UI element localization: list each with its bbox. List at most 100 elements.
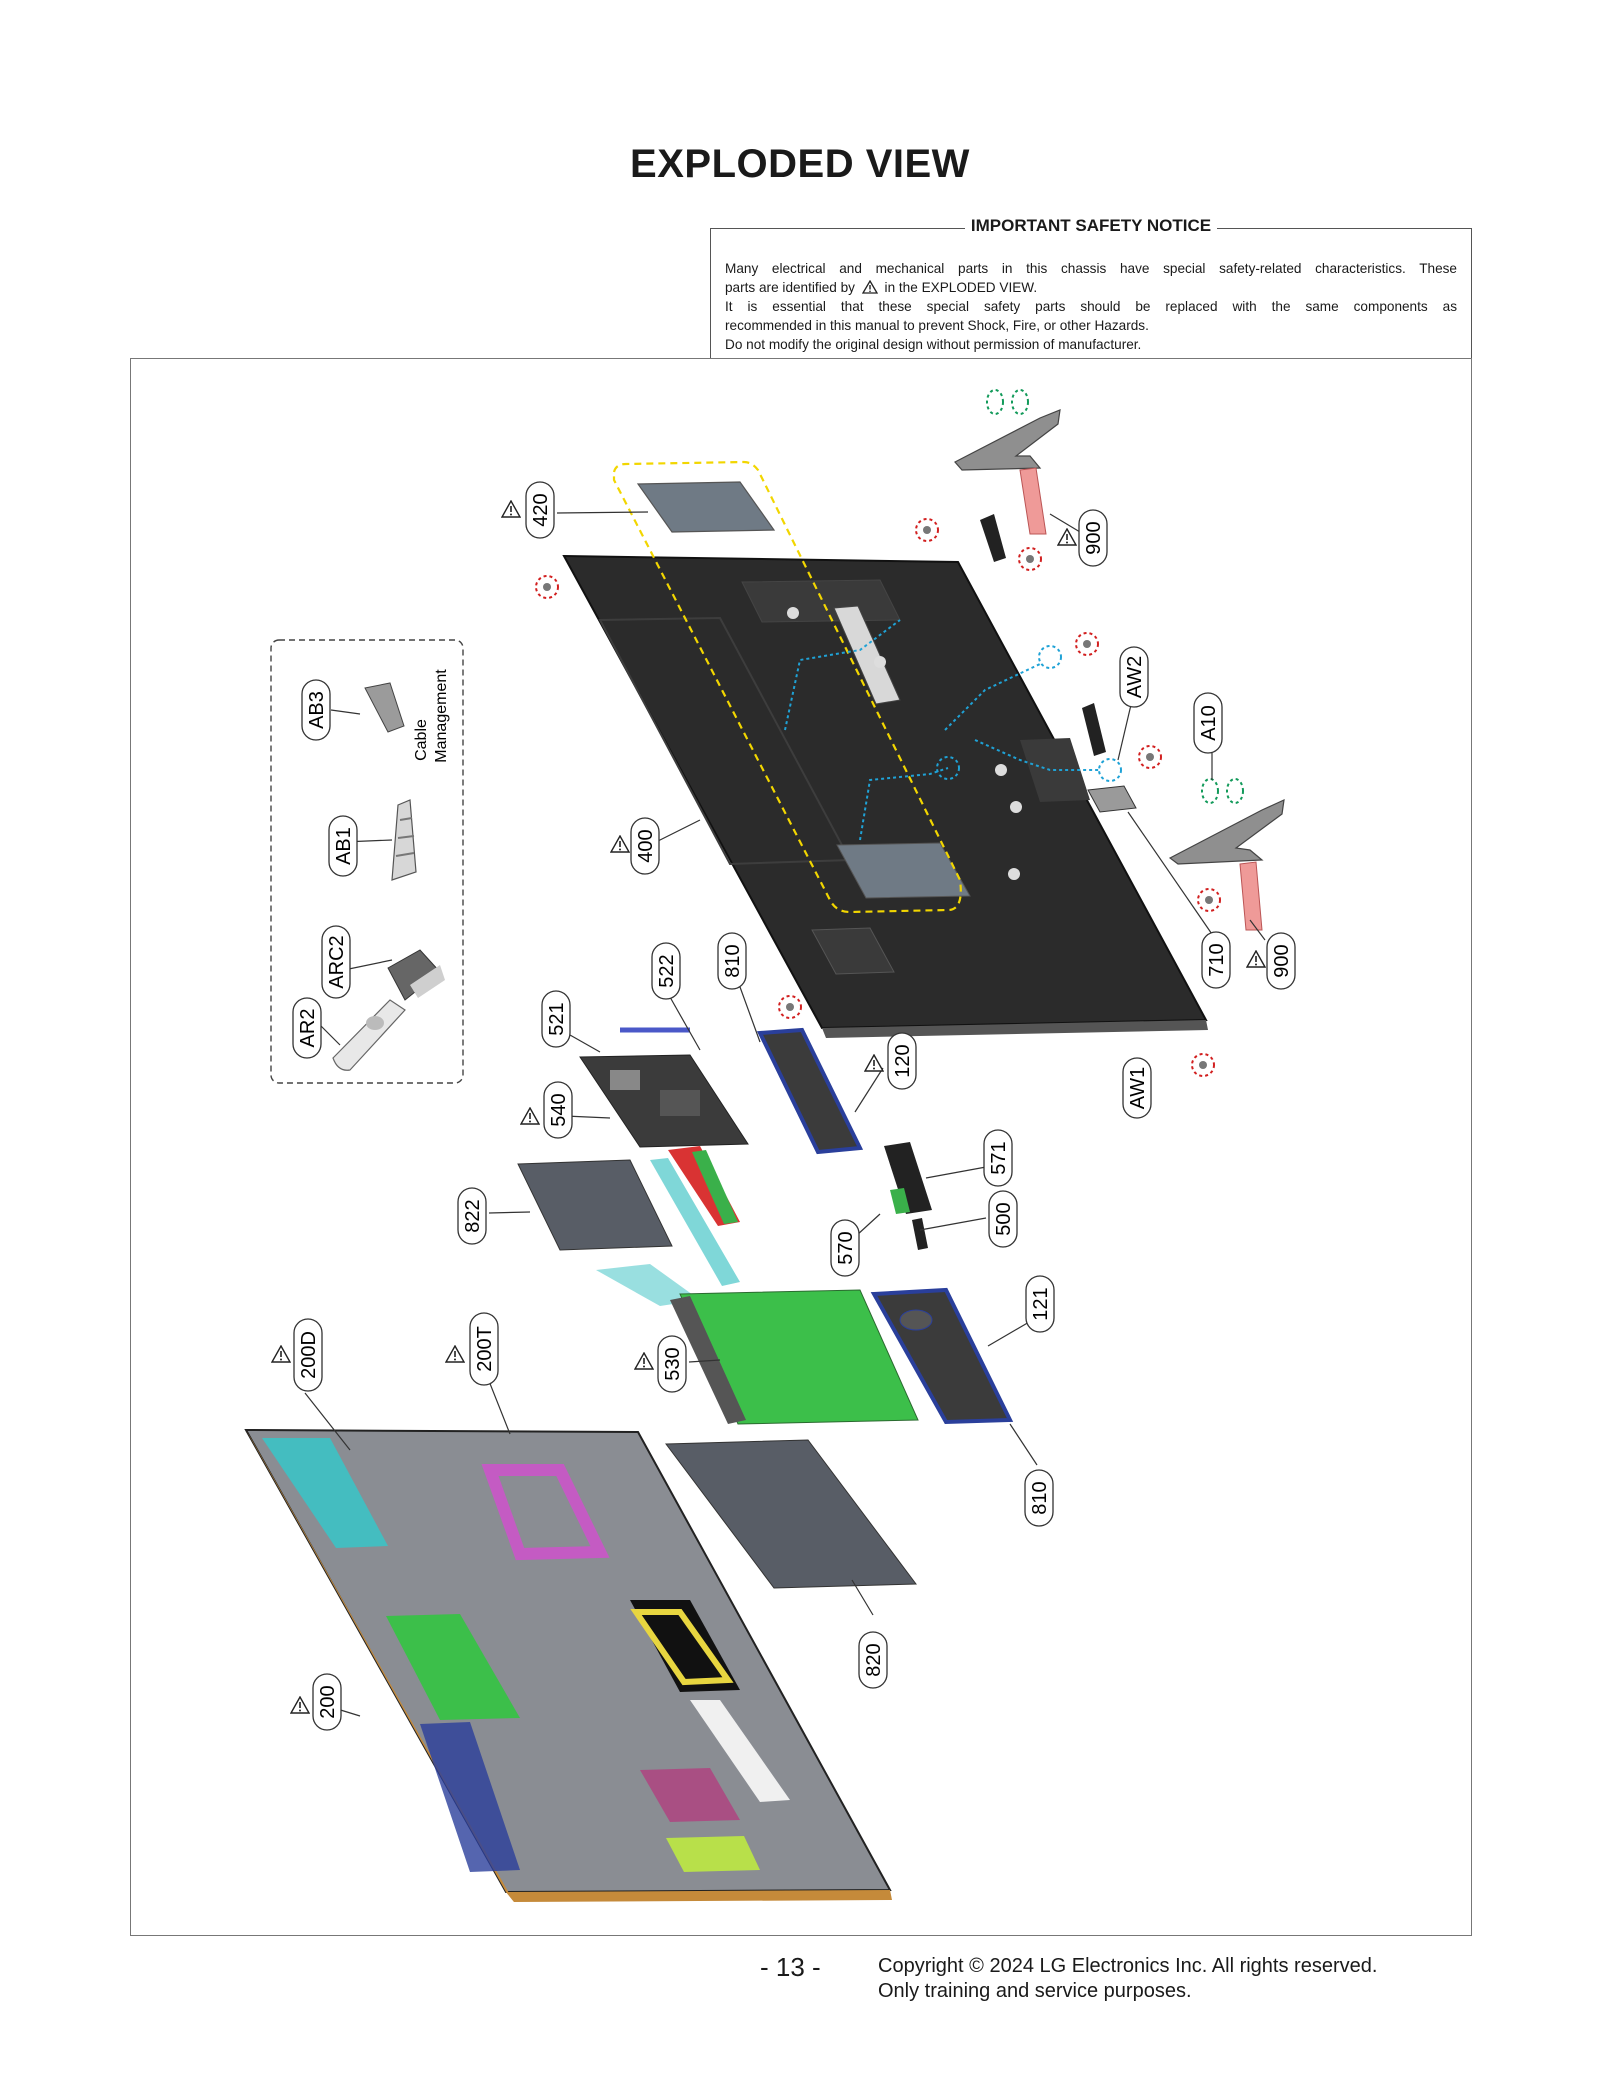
footer-copyright: Copyright © 2024 LG Electronics Inc. All… (878, 1954, 1377, 2004)
badge-570: 570 (830, 1219, 860, 1277)
notice-line-2: parts are identified by in the EXPLODED … (725, 278, 1457, 297)
safety-notice-box: IMPORTANT SAFETY NOTICE Many electrical … (710, 216, 1472, 358)
badge-AR2: AR2 (292, 997, 322, 1059)
badge-571: 571 (983, 1129, 1013, 1187)
badge-900-upper-label: 900 (1083, 521, 1105, 554)
badge-AW1-label: AW1 (1127, 1067, 1149, 1110)
badge-120-label: 120 (892, 1044, 914, 1077)
badge-AB3: AB3 (301, 679, 331, 741)
badge-522-label: 522 (656, 954, 678, 987)
board-shield-820 (665, 1439, 917, 1589)
speaker-left (756, 1027, 864, 1155)
safety-notice-body: Many electrical and mechanical parts in … (725, 259, 1457, 354)
badge-ARC2-label: ARC2 (326, 935, 348, 988)
badge-200-label: 200 (317, 1685, 339, 1718)
badge-521-label: 521 (546, 1002, 568, 1035)
cable-management-caption-line2: Management (433, 669, 450, 763)
badge-900-upper: 900 (1078, 509, 1108, 567)
diagram-frame (130, 358, 1472, 1936)
sub-parts-570-571-500 (884, 1142, 932, 1250)
accessory-group: Cable Management (270, 639, 464, 1084)
power-board-pcb (670, 1289, 919, 1425)
badge-420: 420 (525, 481, 555, 539)
badge-522: 522 (651, 942, 681, 1000)
badge-AR2-label: AR2 (297, 1009, 319, 1048)
remote-batteries-icon (387, 949, 445, 1001)
badge-900-lower-label: 900 (1271, 944, 1293, 977)
badge-900-lower: 900 (1266, 932, 1296, 990)
cable-management-caption-line1: Cable (413, 719, 430, 761)
warning-triangle-icon (861, 279, 878, 294)
page-title: EXPLODED VIEW (630, 142, 970, 186)
cable-clip-part (980, 514, 1106, 756)
purpose-line: Only training and service purposes. (878, 1980, 1192, 2002)
badge-521: 521 (541, 990, 571, 1048)
remote-control-icon (332, 999, 406, 1071)
wall-mount-cover-plate (636, 481, 776, 533)
safety-notice-title-wrap: IMPORTANT SAFETY NOTICE (711, 216, 1471, 236)
accessory-dashed-box (270, 639, 464, 1084)
badge-200T-label: 200T (474, 1326, 496, 1372)
stand-lower (1168, 799, 1285, 931)
badge-540: 540 (543, 1081, 573, 1139)
notice-line-4: recommended in this manual to prevent Sh… (725, 318, 1149, 333)
badge-200: 200 (312, 1673, 342, 1731)
copyright-line: Copyright © 2024 LG Electronics Inc. All… (878, 1955, 1378, 1977)
notice-line-5: Do not modify the original design withou… (725, 337, 1142, 352)
badge-420-label: 420 (530, 493, 552, 526)
badge-AB3-label: AB3 (306, 691, 328, 729)
screw-markers-red (535, 518, 1221, 1077)
part-badges: 420 900 AW2 A10 400 710 900 AW1 (292, 481, 1296, 1731)
cable-management-clip-icon (364, 682, 405, 733)
safety-notice-title: IMPORTANT SAFETY NOTICE (964, 216, 1218, 235)
badge-571-label: 571 (988, 1141, 1010, 1174)
badge-AW1: AW1 (1122, 1057, 1152, 1119)
badge-710: 710 (1201, 931, 1231, 989)
badge-810-lower: 810 (1024, 1469, 1054, 1527)
badge-540-label: 540 (548, 1093, 570, 1126)
badge-121: 121 (1025, 1275, 1055, 1333)
badge-500-label: 500 (993, 1202, 1015, 1235)
badge-120: 120 (887, 1032, 917, 1090)
page-number: - 13 - (760, 1952, 821, 1982)
screw-markers-green (986, 389, 1244, 804)
screw-markers-red-centers (543, 526, 1213, 1069)
badge-810-lower-label: 810 (1029, 1481, 1051, 1514)
wall-mount-clip (1087, 785, 1137, 813)
badge-822: 822 (457, 1187, 487, 1245)
badge-810-upper-label: 810 (722, 944, 744, 977)
rear-jack-bracket (833, 605, 901, 705)
badge-530-label: 530 (662, 1347, 684, 1380)
badge-200D-label: 200D (298, 1331, 320, 1379)
board-shield-822 (517, 1159, 673, 1251)
speaker-right (870, 1287, 1014, 1425)
back-cover-cable-window (836, 842, 971, 899)
badge-820: 820 (858, 1631, 888, 1689)
back-cover-screws (787, 607, 1022, 880)
notice-line-2-pre: parts are identified by (725, 280, 855, 295)
notice-line-1: Many electrical and mechanical parts in … (725, 261, 1457, 276)
badge-200D: 200D (293, 1318, 323, 1392)
main-board-pcb (579, 1027, 749, 1148)
badge-400-label: 400 (635, 829, 657, 862)
badge-530: 530 (657, 1335, 687, 1393)
badge-500: 500 (988, 1190, 1018, 1248)
flat-cables (596, 1146, 740, 1306)
badge-AW2: AW2 (1119, 646, 1149, 708)
badge-AB1: AB1 (328, 815, 358, 877)
badge-A10-label: A10 (1198, 705, 1220, 741)
badge-820-label: 820 (863, 1643, 885, 1676)
badge-822-label: 822 (462, 1199, 484, 1232)
badge-400: 400 (630, 817, 660, 875)
badge-200T: 200T (469, 1312, 499, 1386)
badge-ARC2: ARC2 (321, 925, 351, 999)
stand-upper (954, 409, 1061, 535)
badge-A10: A10 (1193, 692, 1223, 754)
badge-121-label: 121 (1030, 1287, 1052, 1320)
badge-570-label: 570 (835, 1231, 857, 1264)
yellow-highlight-outline (612, 460, 962, 914)
badge-710-label: 710 (1206, 943, 1228, 976)
badge-AB1-label: AB1 (333, 827, 355, 865)
notice-line-3: It is essential that these special safet… (725, 299, 1457, 314)
